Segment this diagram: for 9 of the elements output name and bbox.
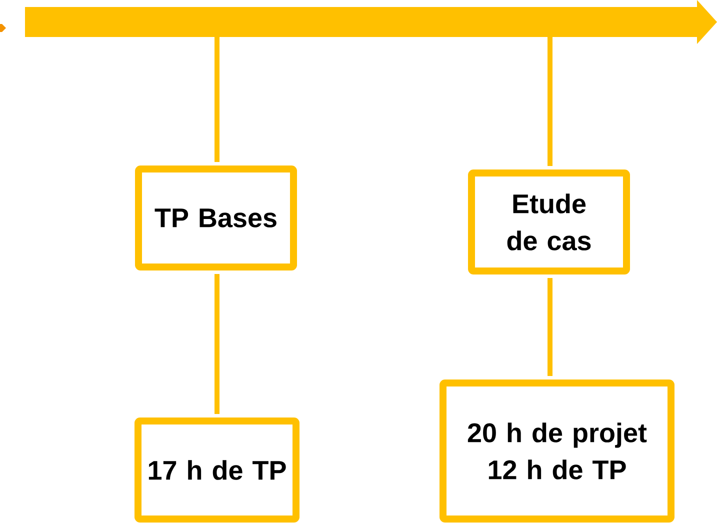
timeline-arrow [25,0,717,44]
connector-line [548,278,552,376]
text-box: 17 h de TP [134,418,300,522]
text-box: TP Bases [135,166,297,270]
connector-line [214,274,220,414]
text-box: Etude de cas [468,170,630,274]
text-box: 20 h de projet 12 h de TP [440,380,674,522]
connector-line [548,37,552,166]
connector-line [214,37,220,162]
